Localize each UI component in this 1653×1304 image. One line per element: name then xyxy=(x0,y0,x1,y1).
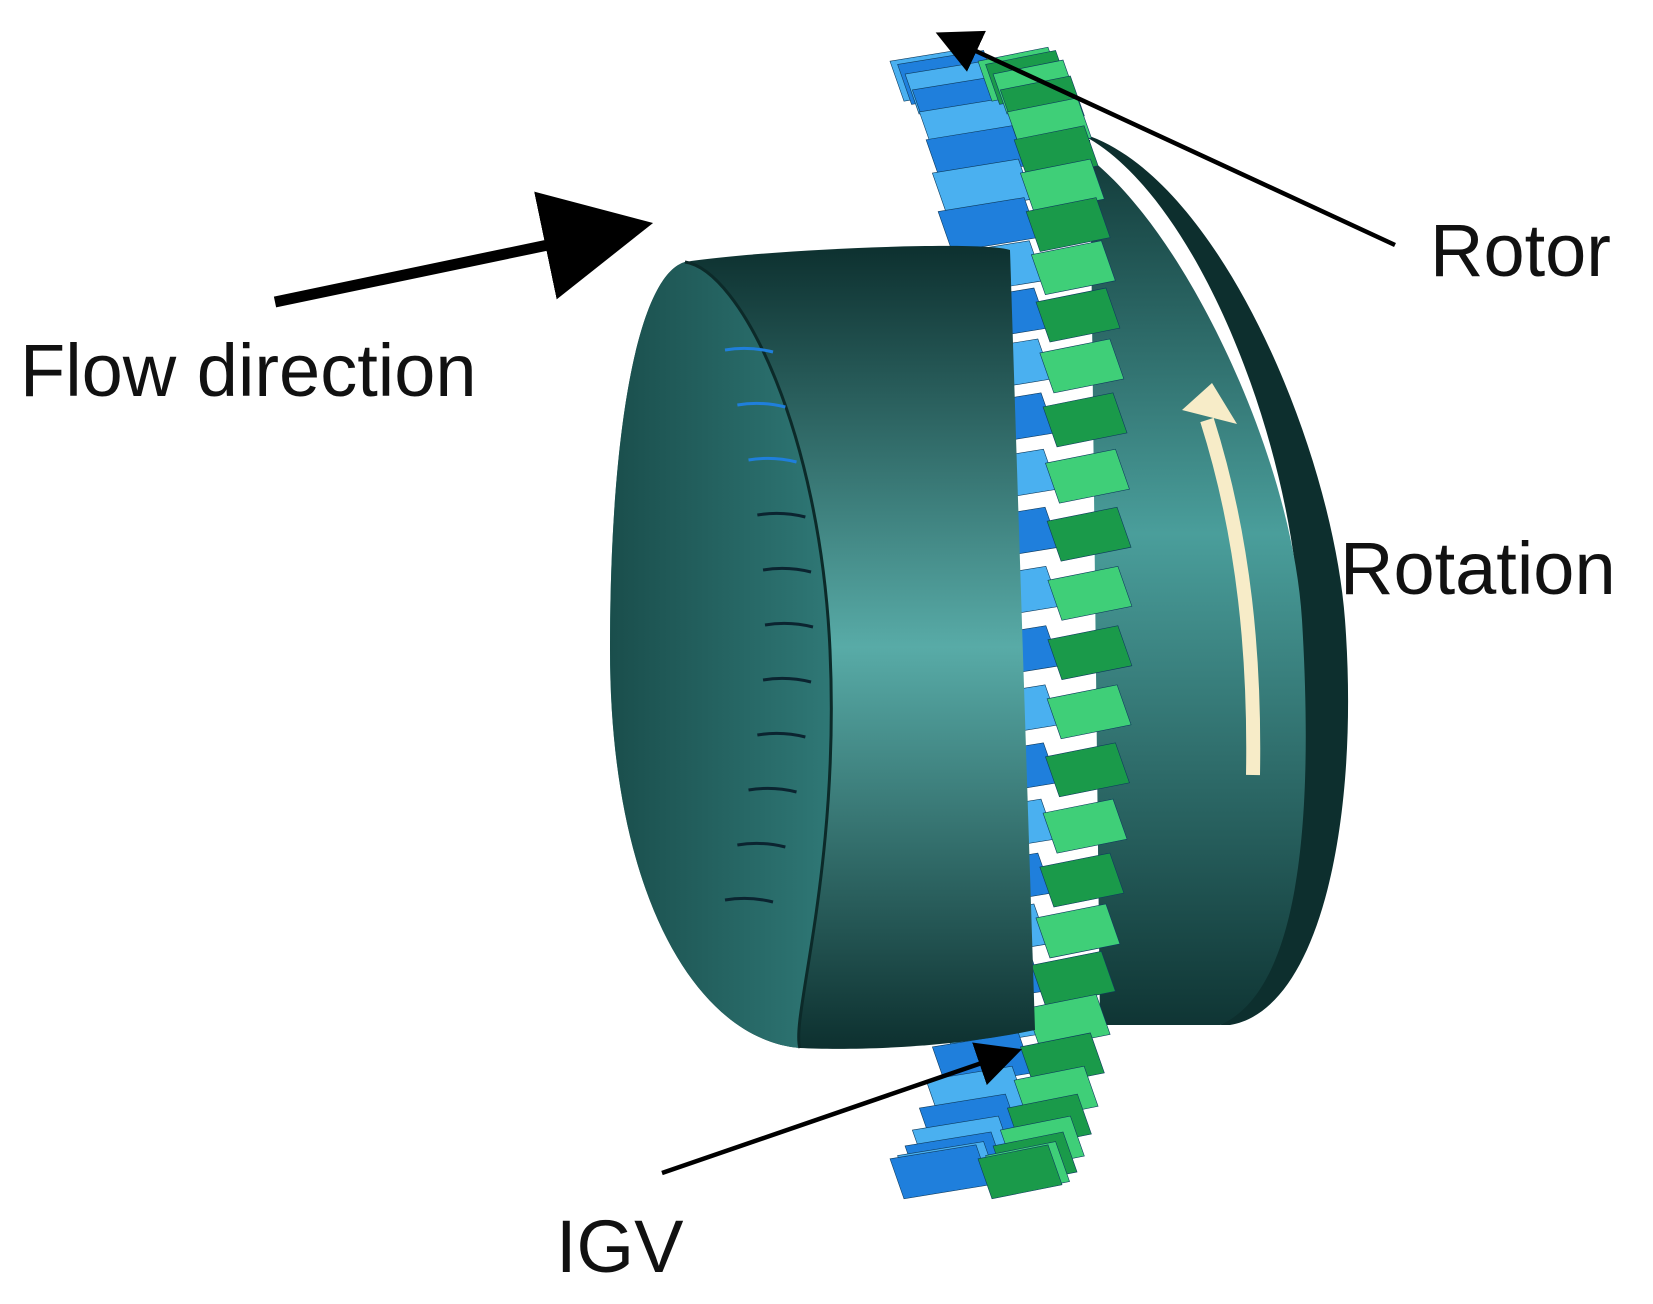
rotor-blade xyxy=(1035,903,1121,959)
rotation-label: Rotation xyxy=(1340,527,1616,610)
rotor-blade xyxy=(1045,448,1130,504)
inner-vane-slit xyxy=(737,841,786,849)
igv-leader-arrow xyxy=(661,1042,1023,1176)
rotor-blade xyxy=(1039,338,1125,394)
rotor-blade xyxy=(1035,287,1121,343)
rotor-blade xyxy=(977,1144,1063,1200)
inner-vane-slit xyxy=(748,456,797,464)
rotation-arrow xyxy=(1200,417,1261,776)
inner-vane-slit xyxy=(762,676,812,684)
rotor-blade xyxy=(1045,742,1130,798)
flow-direction-arrow xyxy=(273,191,654,308)
rotor-blade xyxy=(1042,798,1128,854)
inner-vane-slits xyxy=(724,346,814,904)
annotations xyxy=(273,30,1396,1176)
rotor-blade xyxy=(1025,197,1111,252)
igv-blade xyxy=(889,1144,991,1200)
rotor-blade xyxy=(1019,158,1105,214)
inner-vane-slit xyxy=(724,896,774,904)
rotor-leader-arrow xyxy=(935,30,1396,248)
inner-vane-slit xyxy=(737,401,786,409)
inner-vane-slit xyxy=(757,511,806,519)
rotor-blade xyxy=(1030,950,1116,1006)
rear-casing xyxy=(1020,126,1349,1025)
rotation-arrowhead xyxy=(1182,383,1237,424)
rotor-blade xyxy=(1047,625,1133,681)
inner-vane-slit xyxy=(724,346,774,354)
inner-vane-slit xyxy=(757,731,806,739)
igv-label: IGV xyxy=(556,1205,684,1288)
inner-vane-slit xyxy=(764,621,814,629)
rotor-label: Rotor xyxy=(1430,209,1611,292)
rotor-blade xyxy=(1047,565,1133,621)
rotor-blade xyxy=(1039,852,1125,908)
rotor-blade xyxy=(1046,506,1132,562)
inner-vane-slit xyxy=(762,566,812,574)
flow-direction-label: Flow direction xyxy=(20,329,477,412)
front-casing xyxy=(610,245,1035,1049)
rotor-blade xyxy=(1042,392,1128,448)
rotor-blade xyxy=(1030,240,1116,296)
rotor-blade xyxy=(1046,684,1132,740)
inner-vane-slit xyxy=(748,786,797,794)
